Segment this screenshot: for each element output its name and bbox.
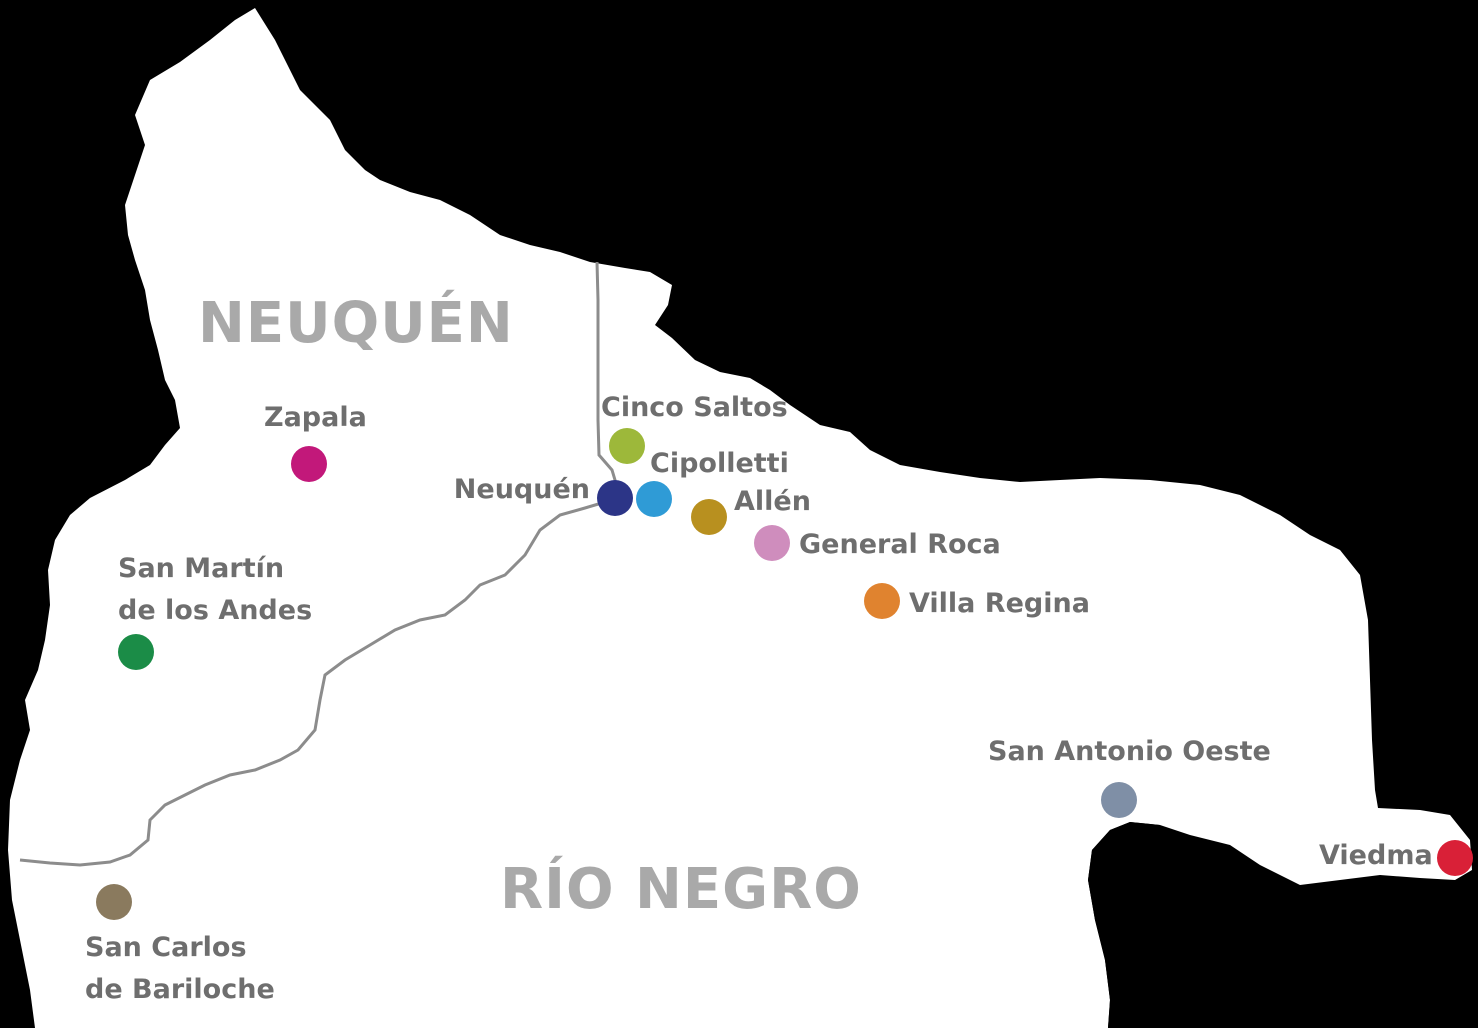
region-label-neuquen: NEUQUÉN (198, 290, 514, 356)
provincial-border-north (595, 261, 620, 491)
city-label-bariloche-line1: San Carlos (85, 932, 247, 963)
city-label-san-antonio-oeste: San Antonio Oeste (988, 736, 1271, 767)
city-label-cipolletti: Cipolletti (650, 448, 789, 479)
city-marker-san-carlos-de-bariloche[interactable] (96, 884, 132, 920)
city-marker-general-roca[interactable] (754, 525, 790, 561)
city-label-bariloche-line2: de Bariloche (85, 974, 275, 1005)
city-label-allen: Allén (734, 486, 811, 517)
city-marker-san-antonio-oeste[interactable] (1101, 782, 1137, 818)
city-label-san-martin-line1: San Martín (118, 553, 284, 584)
city-label-general-roca: General Roca (799, 529, 1001, 560)
provincial-border-river (19, 498, 613, 867)
region-label-rio-negro: RÍO NEGRO (500, 856, 862, 922)
city-label-cinco-saltos: Cinco Saltos (601, 392, 788, 423)
city-label-neuquen: Neuquén (454, 474, 590, 505)
land-mass (8, 8, 1472, 1028)
gulf-inlet (1088, 822, 1160, 1028)
city-label-viedma: Viedma (1319, 840, 1433, 871)
city-marker-san-martin-de-los-andes[interactable] (118, 634, 154, 670)
city-marker-allen[interactable] (691, 499, 727, 535)
city-marker-cinco-saltos[interactable] (609, 428, 645, 464)
city-marker-viedma[interactable] (1437, 840, 1473, 876)
city-label-zapala: Zapala (264, 402, 367, 433)
city-label-san-martin-line2: de los Andes (118, 595, 312, 626)
city-label-villa-regina: Villa Regina (909, 588, 1090, 619)
city-marker-cipolletti[interactable] (636, 481, 672, 517)
city-marker-neuquen[interactable] (597, 480, 633, 516)
city-marker-zapala[interactable] (291, 446, 327, 482)
city-marker-villa-regina[interactable] (864, 583, 900, 619)
